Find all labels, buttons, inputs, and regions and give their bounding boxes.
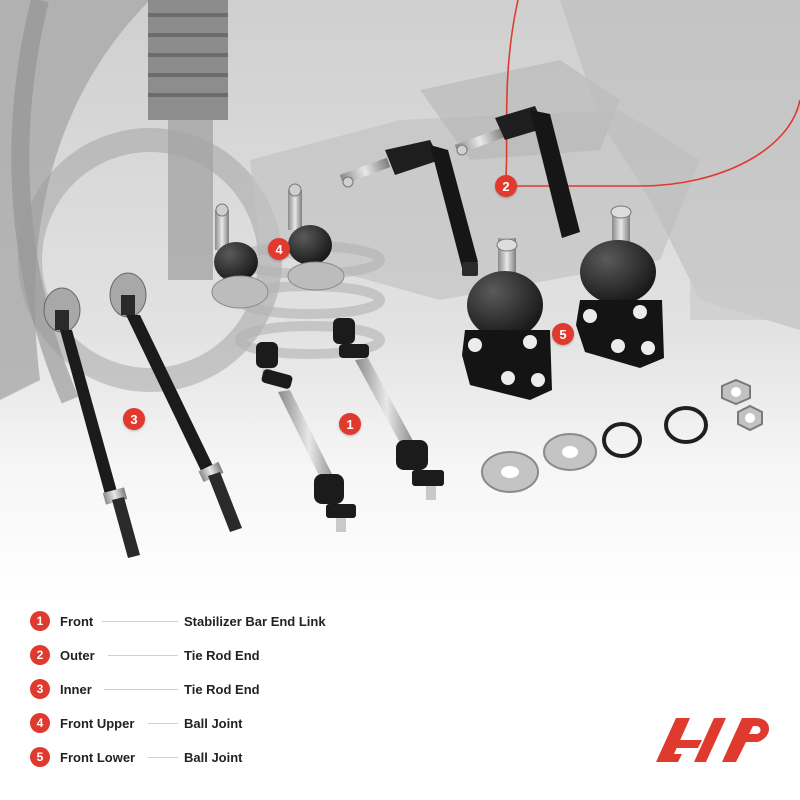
legend-position: Front xyxy=(60,613,94,629)
stabilizer-link-right xyxy=(333,318,444,500)
legend-row: 2 Outer Tie Rod End xyxy=(30,638,390,672)
legend-position: Outer xyxy=(60,647,95,663)
callout-1-badge: 1 xyxy=(339,413,361,435)
legend-divider xyxy=(104,689,178,690)
callout-2-badge: 2 xyxy=(495,175,517,197)
legend-number: 5 xyxy=(30,747,50,767)
legend-part-name: Stabilizer Bar End Link xyxy=(184,613,326,629)
a-premium-logo xyxy=(656,718,770,762)
upper-ball-joint-right xyxy=(287,183,345,291)
legend-number: 4 xyxy=(30,713,50,733)
inner-tie-rod-end-left xyxy=(43,287,140,558)
background-suspension-photo xyxy=(0,0,800,600)
legend-part-name: Tie Rod End xyxy=(184,647,260,663)
legend-row: 3 Inner Tie Rod End xyxy=(30,672,390,706)
callout-4-badge: 4 xyxy=(268,238,290,260)
legend-number: 1 xyxy=(30,611,50,631)
lower-ball-joint-right xyxy=(576,205,664,368)
legend-row: 5 Front Lower Ball Joint xyxy=(30,740,390,774)
legend-divider xyxy=(148,757,178,758)
legend-divider xyxy=(102,621,178,622)
legend-number: 3 xyxy=(30,679,50,699)
legend-part-name: Ball Joint xyxy=(184,749,243,765)
inner-tie-rod-end-right xyxy=(109,272,242,532)
outer-tie-rod-end-left xyxy=(339,140,478,276)
upper-ball-joint-left xyxy=(211,203,269,309)
parts-legend: 1 Front Stabilizer Bar End Link 2 Outer … xyxy=(30,604,390,774)
legend-number: 2 xyxy=(30,645,50,665)
legend-row: 1 Front Stabilizer Bar End Link xyxy=(30,604,390,638)
stabilizer-link-left xyxy=(256,342,356,532)
callout-guide-line xyxy=(504,0,800,187)
callout-3-badge: 3 xyxy=(123,408,145,430)
legend-position: Front Lower xyxy=(60,749,136,765)
legend-divider xyxy=(148,723,178,724)
legend-row: 4 Front Upper Ball Joint xyxy=(30,706,390,740)
callout-5-badge: 5 xyxy=(552,323,574,345)
legend-part-name: Tie Rod End xyxy=(184,681,260,697)
legend-divider xyxy=(108,655,178,656)
outer-tie-rod-end-right xyxy=(454,106,580,238)
legend-position: Front Upper xyxy=(60,715,135,731)
hardware-set xyxy=(481,378,763,493)
legend-part-name: Ball Joint xyxy=(184,715,243,731)
lower-ball-joint-left xyxy=(462,238,552,400)
legend-position: Inner xyxy=(60,681,92,697)
